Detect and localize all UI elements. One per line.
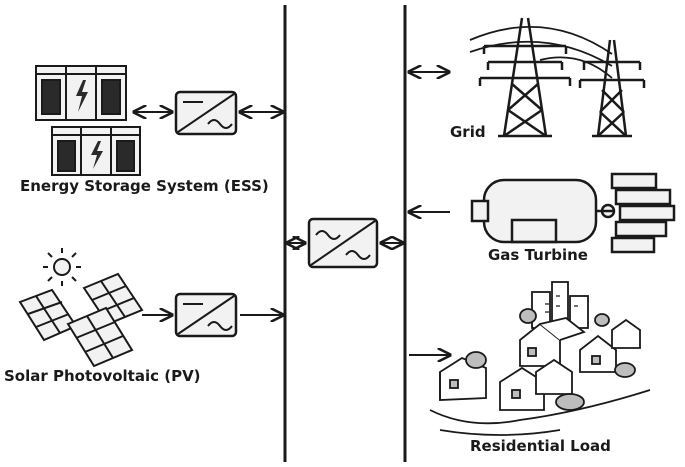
gas-turbine-icon: [470, 172, 676, 254]
pv-label: Solar Photovoltaic (PV): [4, 367, 201, 385]
town-houses-icon: [429, 281, 651, 436]
converter-icon: [174, 292, 238, 338]
residential-load-label: Residential Load: [470, 437, 611, 455]
battery-rack-icon: [35, 65, 141, 176]
ess-label: Energy Storage System (ESS): [20, 177, 269, 195]
gas-turbine-label: Gas Turbine: [488, 246, 588, 264]
grid-label: Grid: [450, 123, 486, 141]
sun-icon: [43, 248, 81, 286]
solar-panel-icon: [18, 272, 144, 368]
transmission-tower-icon: [469, 17, 646, 138]
converter-icon: [174, 90, 238, 136]
converter-icon: [307, 217, 379, 269]
